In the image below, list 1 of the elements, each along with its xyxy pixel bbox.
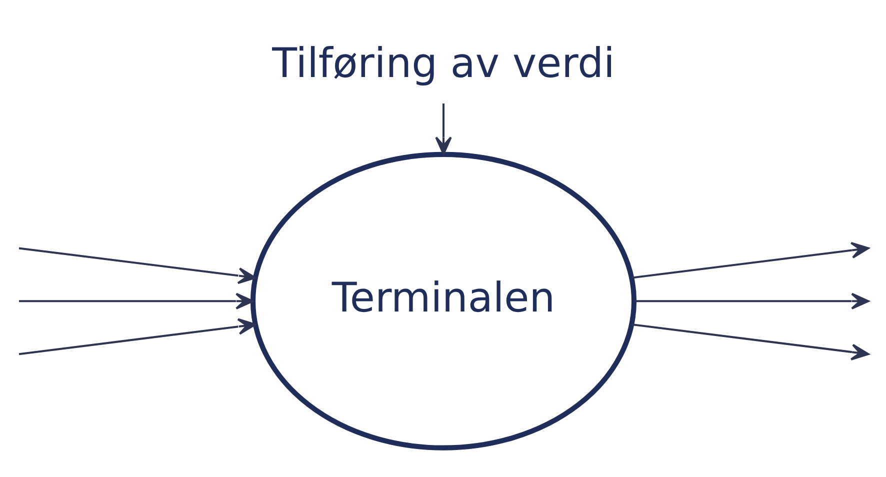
node-text: Tilføring av verdi xyxy=(272,38,614,87)
